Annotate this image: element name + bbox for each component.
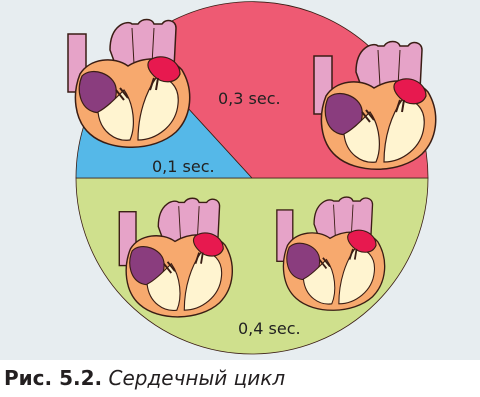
heart-icon-diastole-left (119, 198, 232, 317)
cardiac-cycle-diagram: 0,3 sec. 0,1 sec. 0,4 sec. (0, 0, 480, 360)
label-atrial-systole: 0,1 sec. (152, 157, 215, 176)
label-diastole: 0,4 sec. (238, 319, 301, 338)
heart-icon-ventricular-systole (314, 42, 436, 170)
heart-icon-diastole-right (277, 197, 385, 310)
label-ventricular-systole: 0,3 sec. (218, 89, 281, 108)
caption-text: Сердечный цикл (108, 366, 285, 390)
caption-number: Рис. 5.2. (4, 366, 102, 390)
heart-icon-atrial-systole (68, 20, 190, 148)
figure-caption: Рис. 5.2. Сердечный цикл (4, 366, 285, 390)
